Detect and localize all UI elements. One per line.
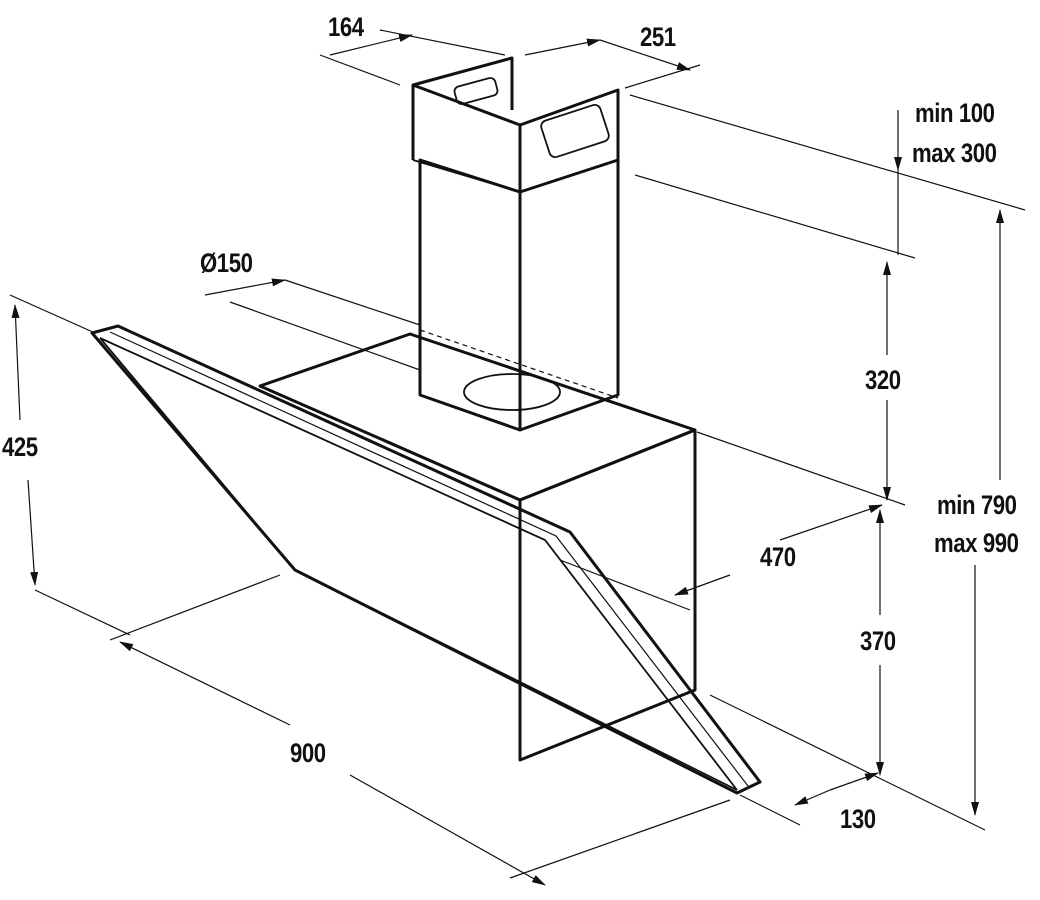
outlet-opening — [463, 373, 561, 411]
dim-chimney-width: 251 — [640, 22, 676, 52]
glass-panel — [90, 324, 762, 795]
dim-extension-max: max 300 — [912, 138, 997, 168]
dim-depth: 470 — [760, 542, 796, 572]
dim-extension-min: min 100 — [915, 98, 995, 128]
dim-chimney-height: 320 — [865, 365, 901, 395]
dimension-lines — [9, 29, 1026, 886]
dim-bottom-depth: 130 — [840, 804, 876, 834]
chimney — [411, 56, 620, 432]
hood-body — [258, 332, 697, 762]
dim-panel-height: 425 — [2, 432, 38, 462]
dim-chimney-depth: 164 — [328, 12, 364, 42]
dim-outlet-diameter: Ø150 — [200, 248, 253, 278]
dim-body-height: 370 — [860, 626, 896, 656]
dim-width: 900 — [290, 738, 326, 768]
dim-total-height-min: min 790 — [937, 490, 1017, 520]
vent-slots-icon — [453, 77, 610, 158]
dim-total-height-max: max 990 — [934, 528, 1019, 558]
